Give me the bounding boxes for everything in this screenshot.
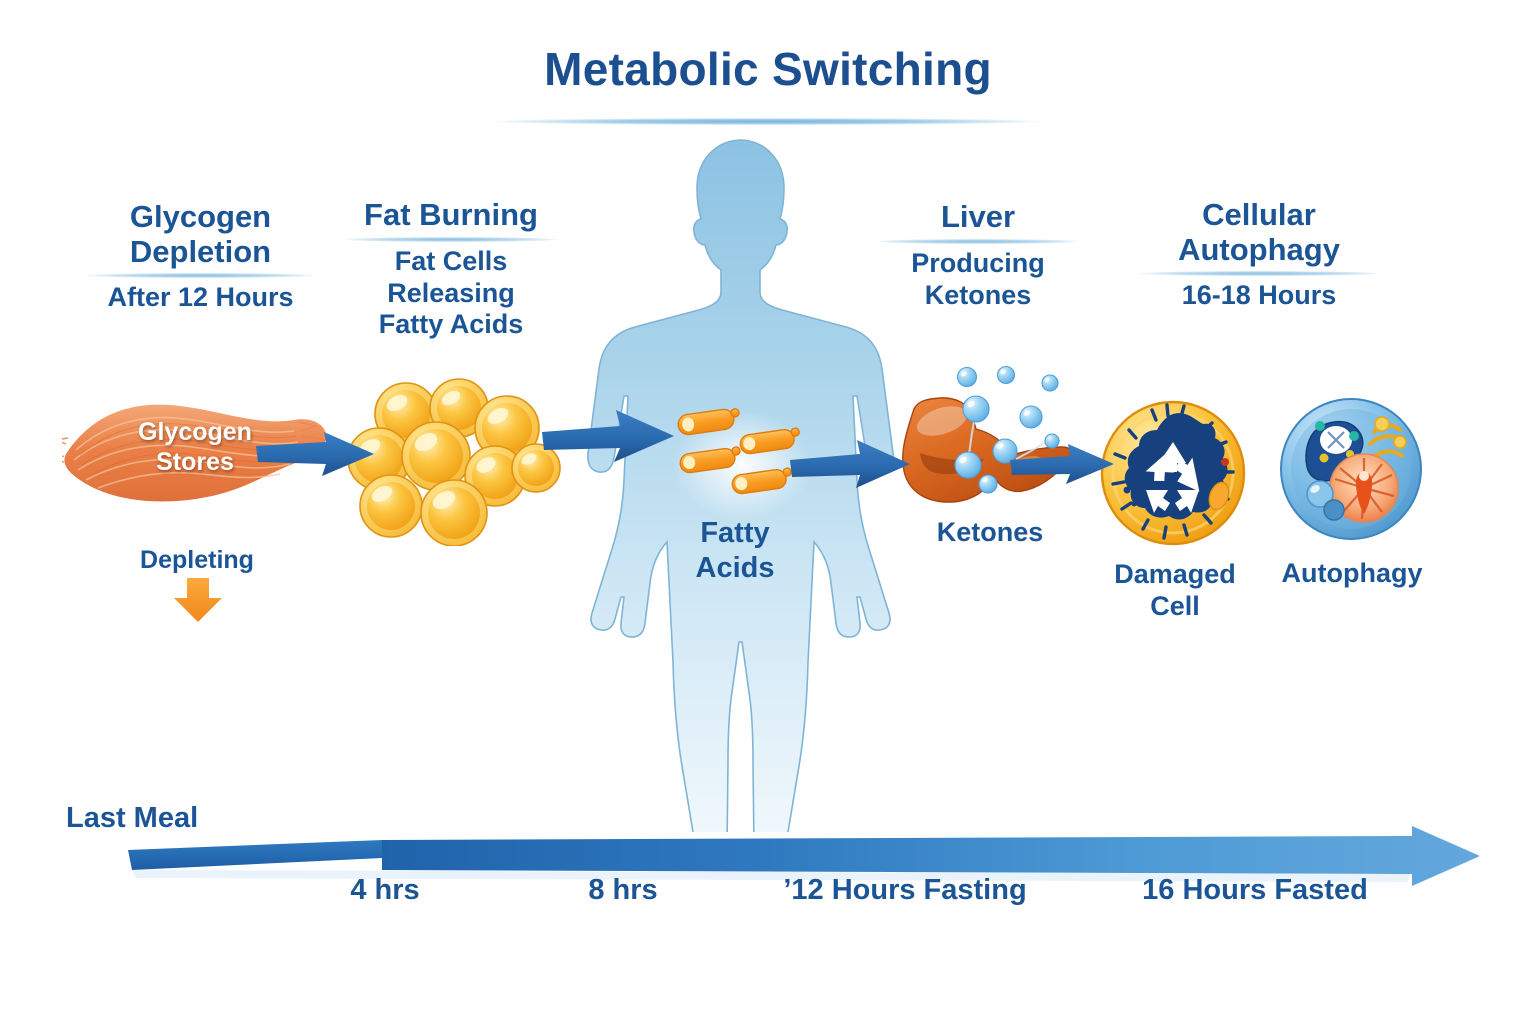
stage-subheading-fat-line3: Fatty Acids: [378, 309, 524, 340]
stage-heading-glycogen-line2: Depletion: [129, 233, 272, 269]
autophagy-label: Autophagy: [1281, 558, 1423, 588]
fat-cells-cluster-icon: [347, 378, 561, 546]
damaged-cell-label: Damaged Cell: [1080, 558, 1270, 623]
fatty-acids-label: Fatty Acids: [660, 516, 810, 587]
flow-arrow-icon-3: [790, 440, 910, 488]
down-arrow-icon: [174, 578, 222, 622]
stage-heading-autophagy-line2: Autophagy: [1178, 231, 1340, 267]
timeline-tick-16hours: 16 Hours Fasted: [1142, 874, 1368, 906]
stage-heading-autophagy-line1: Cellular: [1202, 197, 1316, 232]
timeline-tick-12hours: ’12 Hours Fasting: [783, 874, 1027, 906]
stage-heading-glycogen: Glycogen Depletion After 12 Hours: [78, 199, 323, 314]
flow-arrow-icon-1: [256, 432, 374, 476]
stage-subheading-liver-line2: Ketones: [924, 279, 1032, 310]
damaged-cell-label-line2: Cell: [1150, 591, 1200, 622]
page-title: Metabolic Switching: [544, 43, 992, 95]
stage-heading-liver-text: Liver: [940, 199, 1016, 234]
flow-arrow-icon-2: [542, 410, 674, 462]
depleting-status-label: Depleting: [140, 546, 254, 574]
autophagy-cell-icon: [1280, 398, 1422, 540]
ketones-label: Ketones: [936, 517, 1044, 547]
stage-heading-autophagy: Cellular Autophagy 16-18 Hours: [1140, 197, 1378, 312]
heading-rule: [346, 236, 556, 242]
heading-rule: [878, 238, 1078, 244]
stage-subheading-fat-line1: Fat Cells: [394, 245, 508, 276]
fatty-acids-label-line1: Fatty: [700, 517, 770, 549]
timeline-tick-8hrs: 8 hrs: [588, 874, 658, 906]
liver-icon: [902, 365, 1073, 503]
stage-heading-liver: Liver Producing Ketones: [878, 199, 1078, 311]
timeline-tick-4hrs: 4 hrs: [350, 874, 420, 906]
damaged-cell-icon: [1100, 400, 1246, 546]
timeline-start-label: Last Meal: [66, 802, 199, 834]
flow-arrow-icon-4: [1010, 444, 1114, 484]
fasting-timeline: [128, 826, 1480, 886]
title-underline-swoosh: [499, 118, 1037, 125]
stage-subheading-fat-line2: Releasing: [387, 277, 515, 308]
damaged-cell-label-line1: Damaged: [1114, 559, 1236, 589]
stage-subheading-liver-line1: Producing: [911, 247, 1045, 278]
heading-rule: [1140, 271, 1378, 277]
stage-subheading-glycogen: After 12 Hours: [107, 282, 294, 313]
stage-heading-glycogen-line1: Glycogen: [129, 199, 272, 234]
stage-subheading-autophagy: 16-18 Hours: [1181, 280, 1337, 311]
stage-heading-fat-burning: Fat Burning Fat Cells Releasing Fatty Ac…: [338, 197, 564, 341]
stage-heading-fat-burning-text: Fat Burning: [364, 197, 538, 232]
heading-rule: [88, 273, 313, 279]
fatty-acids-label-line2: Acids: [695, 552, 775, 585]
fatty-acid-molecules-icon: [677, 408, 800, 495]
